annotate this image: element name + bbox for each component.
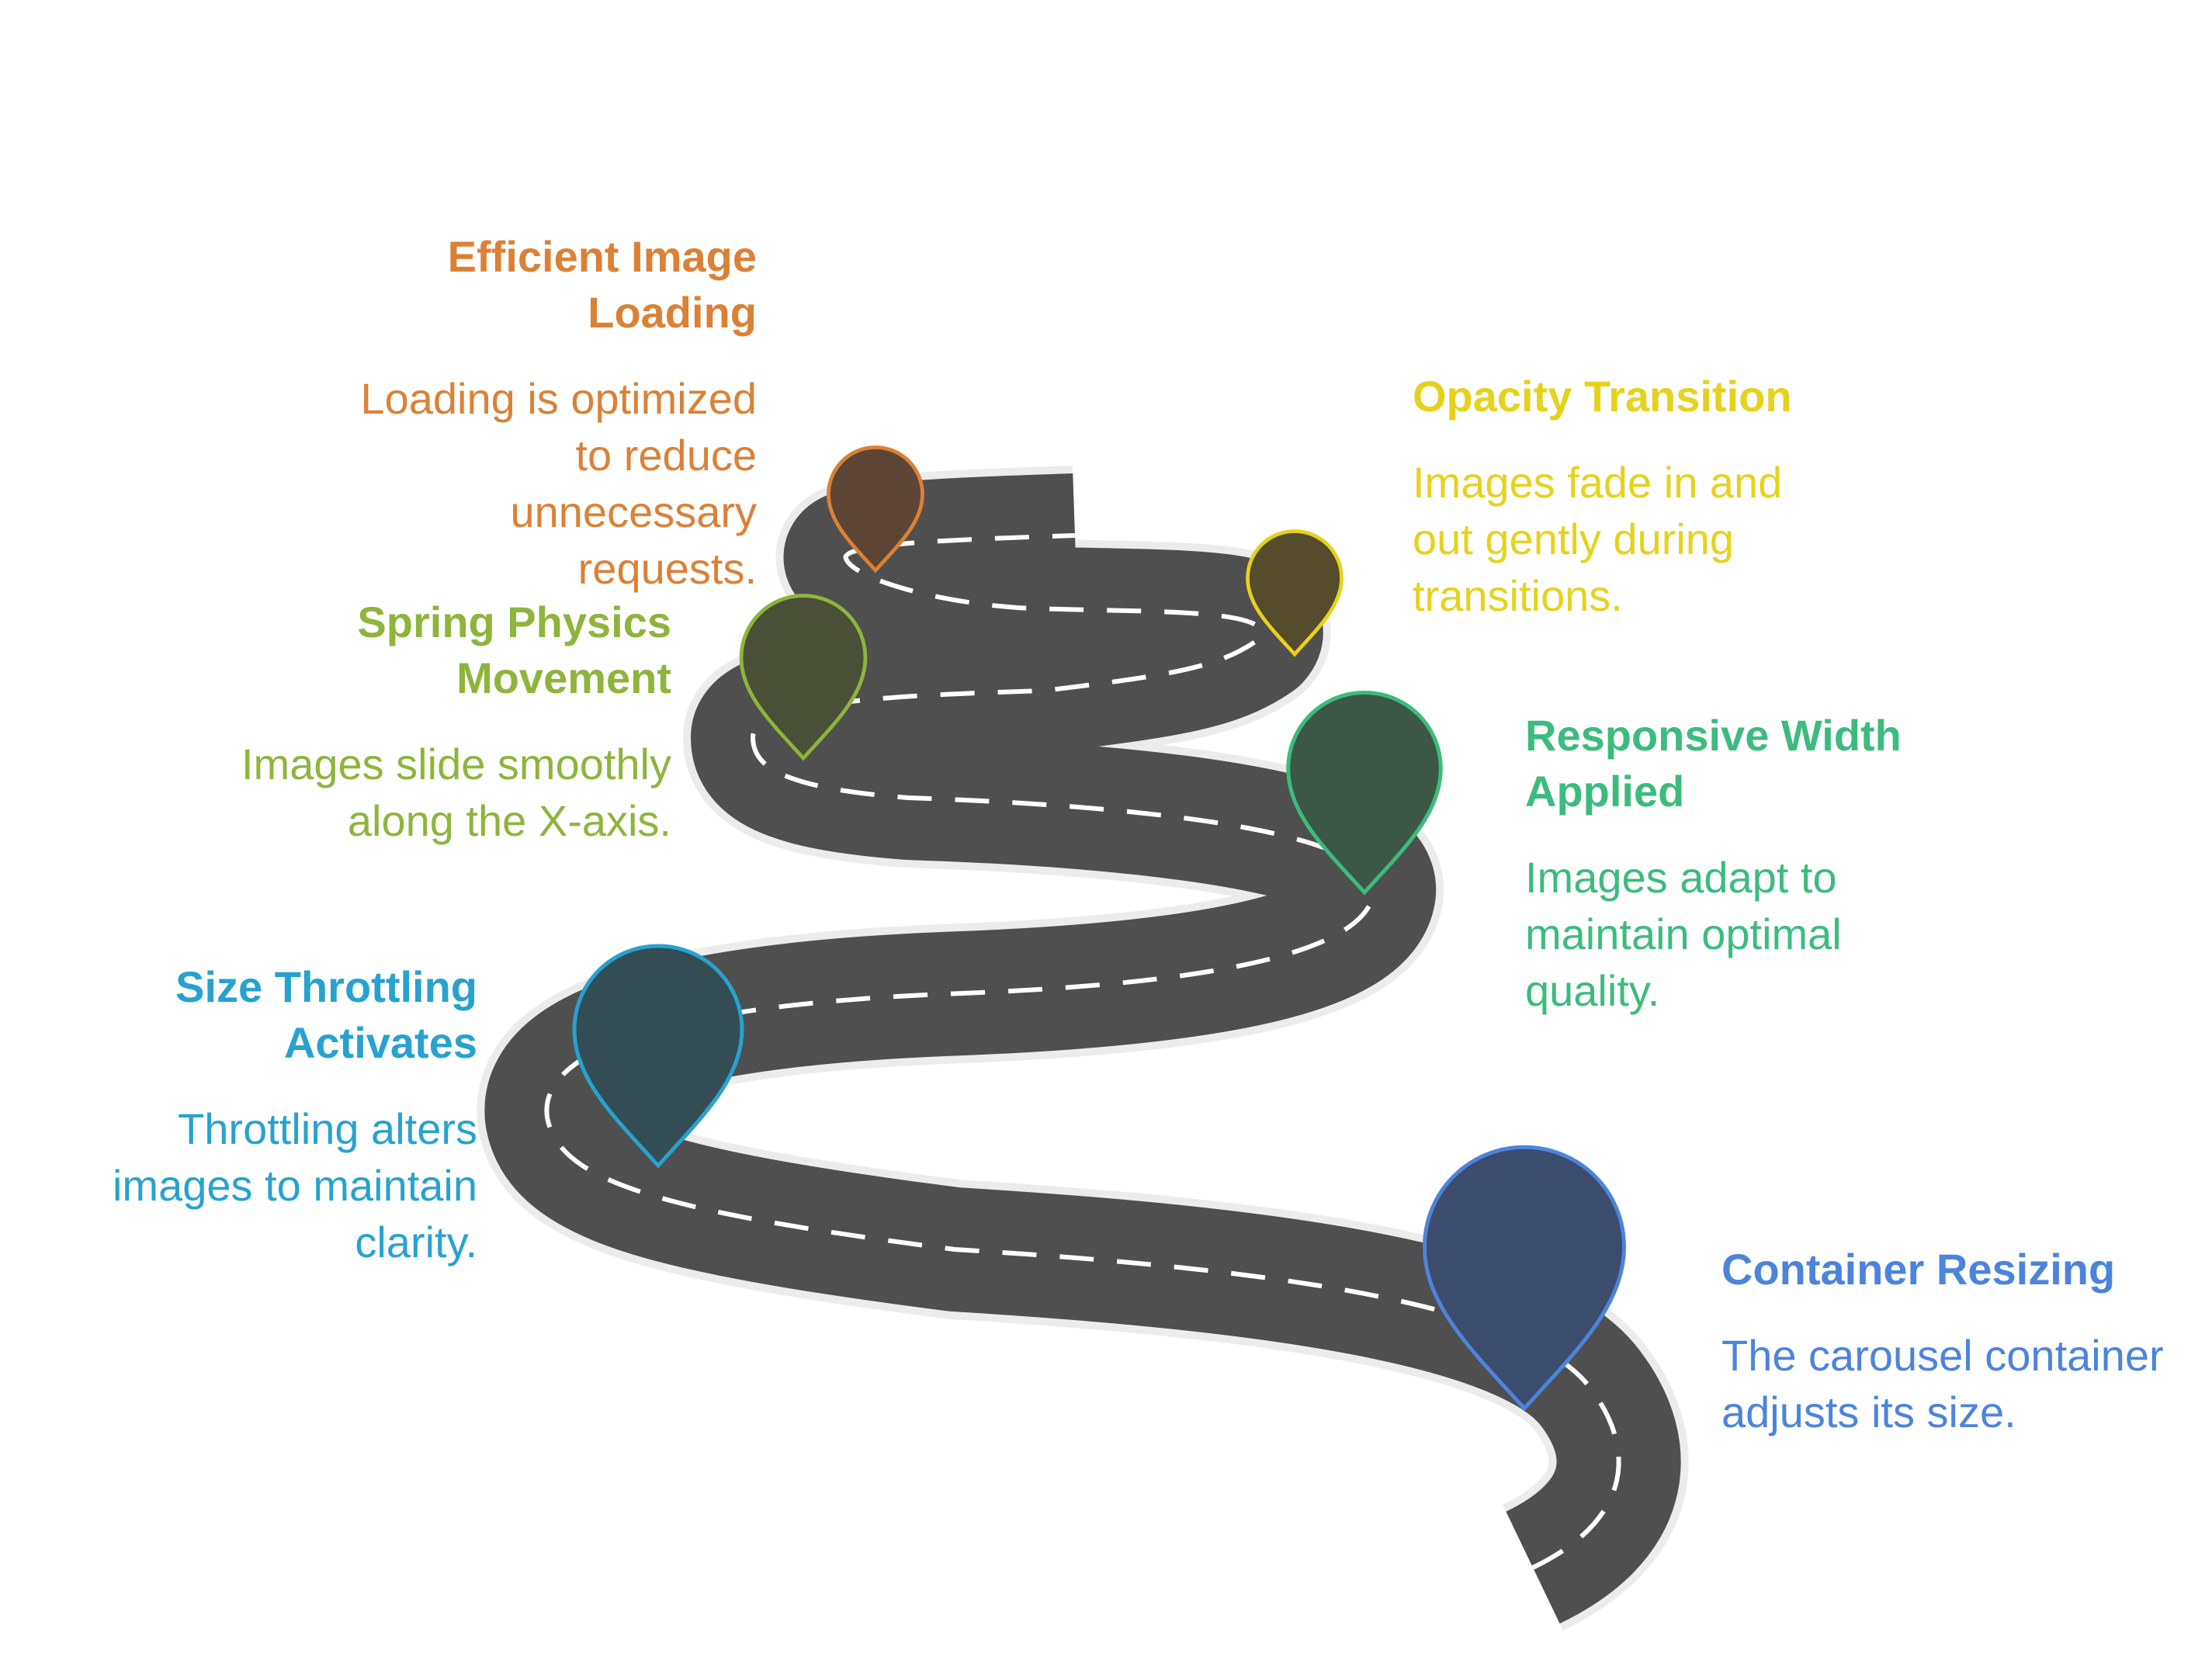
milestone-title: Spring Physics Movement xyxy=(357,598,671,702)
milestone-container-resizing: Container Resizing The carousel containe… xyxy=(1721,1242,2172,1440)
milestone-description: Loading is optimized to reduce unnecessa… xyxy=(360,374,757,593)
map-pins xyxy=(572,445,1627,1412)
milestone-efficient-image-loading: Efficient Image Loading Loading is optim… xyxy=(322,229,757,597)
milestone-description: The carousel container adjusts its size. xyxy=(1721,1331,2164,1436)
milestone-opacity-transition: Opacity Transition Images fade in and ou… xyxy=(1413,369,1847,624)
pin-responsive-width-applied-icon xyxy=(1286,690,1443,896)
milestone-title: Efficient Image Loading xyxy=(447,232,757,337)
pin-size-throttling-activates-icon xyxy=(572,944,744,1169)
pin-container-resizing-icon xyxy=(1422,1145,1627,1412)
pin-opacity-transition-icon xyxy=(1246,529,1343,657)
milestone-description: Images adapt to maintain optimal quality… xyxy=(1525,853,1842,1015)
milestone-responsive-width-applied: Responsive Width Applied Images adapt to… xyxy=(1525,708,1960,1019)
milestone-title: Responsive Width Applied xyxy=(1525,711,1902,816)
milestone-title: Opacity Transition xyxy=(1413,372,1792,421)
milestone-spring-physics-movement: Spring Physics Movement Images slide smo… xyxy=(237,594,671,849)
milestone-title: Container Resizing xyxy=(1721,1245,2116,1294)
milestone-title: Size Throttling Activates xyxy=(175,962,477,1067)
pin-spring-physics-movement-icon xyxy=(739,594,868,761)
pin-efficient-image-loading-icon xyxy=(827,445,924,573)
milestone-description: Images slide smoothly along the X-axis. xyxy=(241,740,671,845)
milestone-description: Throttling alters images to maintain cla… xyxy=(112,1104,477,1266)
milestone-size-throttling-activates: Size Throttling Activates Throttling alt… xyxy=(47,959,477,1270)
milestone-description: Images fade in and out gently during tra… xyxy=(1413,458,1783,620)
